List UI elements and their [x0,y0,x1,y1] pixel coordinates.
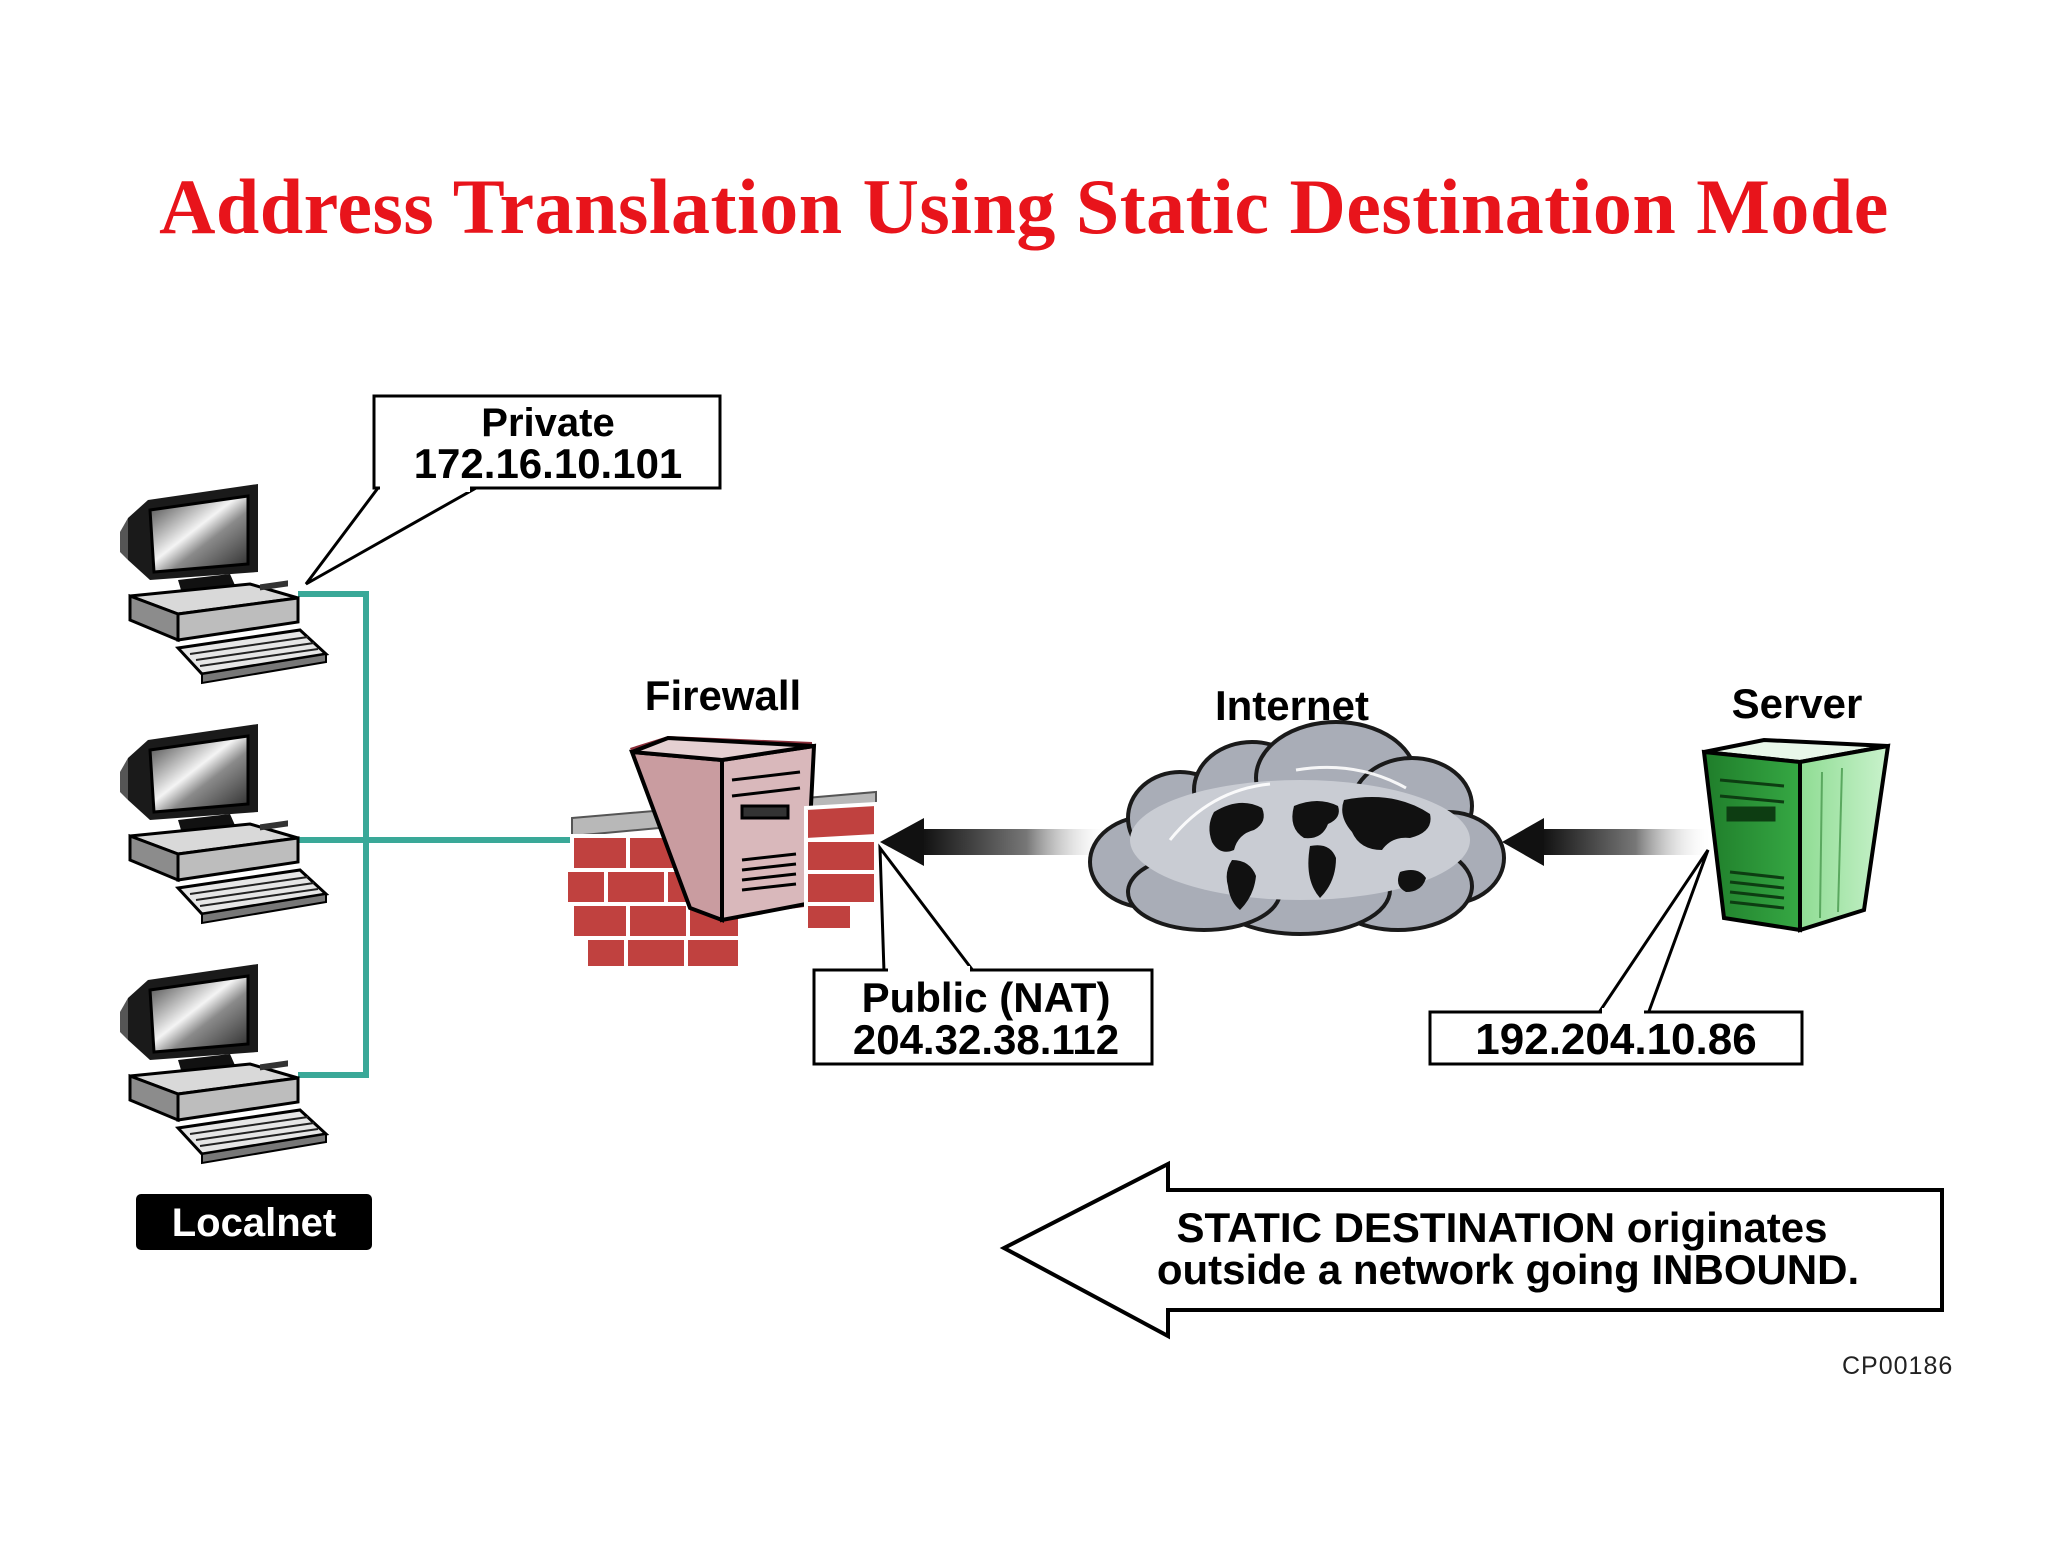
page-title: Address Translation Using Static Destina… [159,163,1889,250]
server-label: Server [1732,680,1863,727]
inbound-note-arrow: STATIC DESTINATION originates outside a … [999,1160,1944,1340]
public-nat-ip: 204.32.38.112 [853,1016,1119,1063]
note-line-1: STATIC DESTINATION originates [1176,1204,1827,1251]
computer-icon [118,722,328,925]
flow-arrow-icon [1502,818,1712,866]
private-ip: 172.16.10.101 [414,440,683,487]
server-ip-callout: 192.204.10.86 [1428,849,1804,1066]
localnet-label: Localnet [172,1201,336,1245]
public-nat-label: Public (NAT) [862,974,1111,1021]
cloud-globe-icon [1088,720,1506,936]
flow-arrow-icon [880,818,1112,866]
firewall-label: Firewall [645,672,801,719]
figure-code: CP00186 [1842,1352,1954,1380]
computer-icon [118,962,328,1165]
private-address-callout: Private 172.16.10.101 [304,394,722,586]
firewall-icon [564,735,878,970]
public-nat-callout: Public (NAT) 204.32.38.112 [812,843,1154,1066]
server-icon [1701,737,1891,933]
private-label: Private [481,401,614,445]
localnet-tag: Localnet [136,1194,372,1250]
note-line-2: outside a network going INBOUND. [1157,1246,1859,1293]
lan-wiring [298,591,582,1078]
computer-icon [118,482,328,685]
internet-label: Internet [1215,682,1369,729]
server-ip: 192.204.10.86 [1475,1015,1756,1064]
